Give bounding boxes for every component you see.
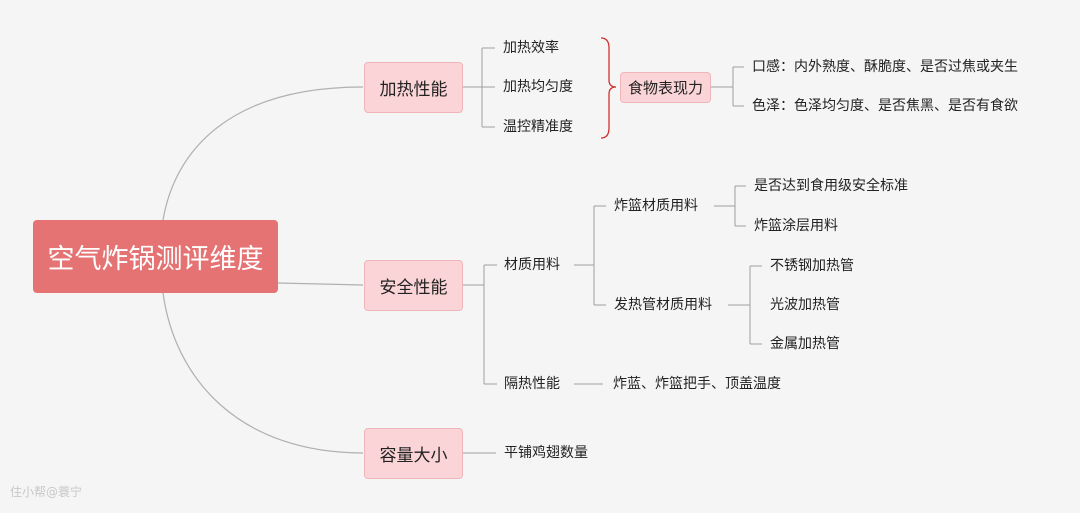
topic-lightwave-tube[interactable]: 光波加热管 — [770, 297, 840, 313]
topic-temperature-control[interactable]: 温控精准度 — [503, 119, 573, 135]
topic-chicken-wings[interactable]: 平铺鸡翅数量 — [504, 445, 588, 461]
root-topic[interactable]: 空气炸锅测评维度 — [33, 220, 278, 293]
topic-metal-tube[interactable]: 金属加热管 — [770, 336, 840, 352]
branch-safety-performance[interactable]: 安全性能 — [364, 260, 463, 311]
topic-heating-tube-material[interactable]: 发热管材质用料 — [614, 297, 712, 313]
topic-materials[interactable]: 材质用料 — [504, 257, 560, 273]
topic-basket-coating[interactable]: 炸篮涂层用料 — [754, 218, 838, 234]
topic-heating-efficiency[interactable]: 加热效率 — [503, 40, 559, 56]
connector — [277, 282, 364, 286]
watermark: 住小帮@蓑宁 — [10, 485, 83, 499]
connector — [162, 292, 364, 454]
topic-texture[interactable]: 口感：内外熟度、酥脆度、是否过焦或夹生 — [752, 59, 1018, 75]
summary-food-performance[interactable]: 食物表现力 — [620, 72, 711, 103]
topic-insulation-detail[interactable]: 炸蓝、炸篮把手、顶盖温度 — [613, 376, 781, 392]
summary-brace — [600, 37, 617, 139]
topic-color[interactable]: 色泽：色泽均匀度、是否焦黑、是否有食欲 — [752, 98, 1018, 114]
topic-heating-uniformity[interactable]: 加热均匀度 — [503, 79, 573, 95]
topic-basket-material[interactable]: 炸篮材质用料 — [614, 198, 698, 214]
topic-stainless-tube[interactable]: 不锈钢加热管 — [770, 258, 854, 274]
connector — [162, 86, 364, 221]
branch-capacity[interactable]: 容量大小 — [364, 428, 463, 479]
branch-heating-performance[interactable]: 加热性能 — [364, 62, 463, 113]
topic-insulation[interactable]: 隔热性能 — [504, 376, 560, 392]
topic-food-grade-standard[interactable]: 是否达到食用级安全标准 — [754, 178, 908, 194]
